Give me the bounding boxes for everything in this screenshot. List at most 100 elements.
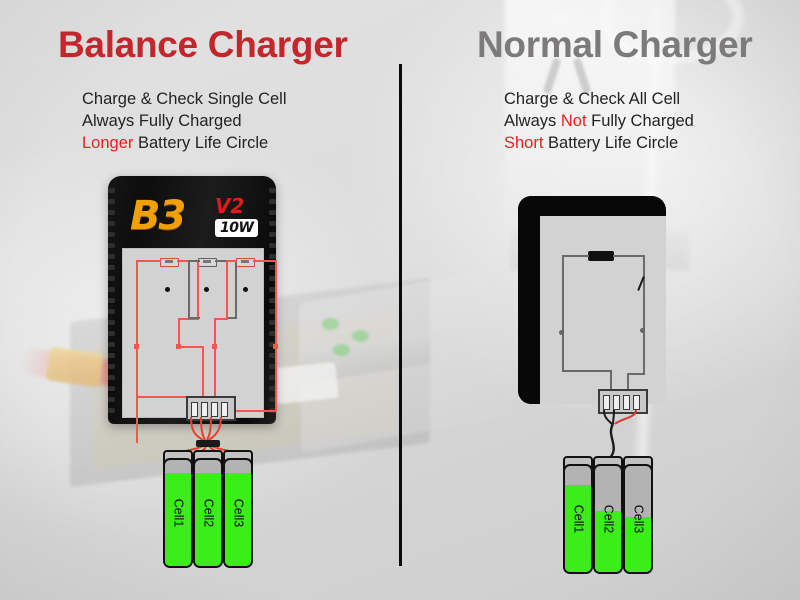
balance-charger-faceplate	[122, 248, 264, 418]
cell-label-wrap: Cell3	[625, 466, 651, 572]
junction-b3	[212, 344, 217, 349]
charger-ridge	[269, 331, 276, 336]
cell-charge-level	[595, 510, 621, 572]
wire-b3-center-drop	[214, 318, 216, 398]
cell-label-wrap: Cell2	[195, 460, 221, 566]
charger-ridges-right	[268, 188, 277, 420]
bullet-line: Always Fully Charged	[82, 110, 287, 132]
bullet-text: Charge & Check All Cell	[504, 90, 681, 108]
wire-b3-left-drop	[226, 260, 228, 318]
bullet-text: Battery Life Circle	[543, 134, 679, 152]
wire-left-rail	[562, 255, 564, 372]
charger-ridge	[269, 221, 276, 226]
cell-label: Cell3	[231, 498, 245, 528]
background-photo-white-plug	[273, 361, 339, 405]
junction-b1	[134, 344, 139, 349]
charger-ridge	[269, 364, 276, 369]
charger-ridge	[108, 342, 115, 347]
charger-ridge	[108, 210, 115, 215]
wire-bottom-right	[627, 373, 645, 375]
wire-top-right	[613, 255, 645, 257]
bullet-line: Short Battery Life Circle	[504, 132, 694, 154]
cell-charge-level	[165, 472, 191, 566]
bullet-line: Charge & Check All Cell	[504, 88, 694, 110]
resistor-main	[588, 251, 614, 261]
bullet-highlight: Short	[504, 134, 544, 152]
charger-ridge	[108, 375, 115, 380]
resistor-cell1	[160, 258, 179, 267]
wire-b1-to-conn	[202, 346, 204, 398]
normal-charger-faceplate	[532, 216, 666, 404]
cell-label: Cell2	[601, 504, 615, 534]
wire-b1-top-left	[136, 260, 161, 262]
panel-divider	[399, 64, 402, 566]
charger-ridge	[108, 243, 115, 248]
brand-logo-b3: B3	[130, 193, 186, 239]
cell-label-wrap: Cell1	[565, 466, 591, 572]
charger-ridge	[269, 287, 276, 292]
cell-label-wrap: Cell2	[595, 466, 621, 572]
battery-cell: Cell1	[163, 458, 193, 568]
junction-b3-right	[273, 344, 278, 349]
charger-ridge	[269, 210, 276, 215]
charger-ridge	[108, 331, 115, 336]
bullet-line: Always Not Fully Charged	[504, 110, 694, 132]
charger-ridge	[108, 309, 115, 314]
cell-charge-level	[225, 472, 251, 566]
pack-balance-plug-left[interactable]	[196, 440, 220, 447]
cell-charge-level	[625, 516, 651, 572]
right-panel-title: Normal Charger	[477, 24, 753, 65]
battery-cell: Cell2	[193, 458, 223, 568]
normal-charger-left-bezel	[518, 196, 540, 404]
charger-ridge	[108, 188, 115, 193]
battery-cell: Cell3	[223, 458, 253, 568]
wire-b1-bottom	[136, 396, 204, 398]
wire-b2-top-left	[188, 260, 200, 262]
battery-pack-right: Cell1 Cell2 Cell3	[563, 456, 657, 576]
wire-b3-top-right	[253, 260, 277, 262]
charger-ridge	[269, 188, 276, 193]
bullet-highlight: Longer	[82, 134, 134, 152]
wire-b3-top-left	[226, 260, 237, 262]
battery-cell: Cell2	[593, 464, 623, 574]
wire-top-left	[562, 255, 589, 257]
background-photo-ports	[300, 329, 430, 385]
bullet-text: Charge & Check Single Cell	[82, 90, 287, 108]
charger-ridge	[269, 320, 276, 325]
wire-b2-left-drop	[188, 260, 190, 318]
wire-b1-bridge	[178, 318, 199, 320]
wire-b3-bottom	[228, 410, 277, 412]
bullet-text: Always Fully Charged	[82, 112, 242, 130]
left-panel-title: Balance Charger	[58, 24, 348, 65]
charger-ridge	[108, 298, 115, 303]
cell-charge-level	[195, 472, 221, 566]
contact-cell1	[165, 287, 170, 292]
charger-ridges-left	[107, 188, 116, 420]
charge-port-connector[interactable]	[598, 389, 648, 414]
battery-cell: Cell3	[623, 464, 653, 574]
bullet-text: Battery Life Circle	[133, 134, 269, 152]
wire-b1-jog	[178, 346, 204, 348]
cell-charge-level	[565, 485, 591, 572]
wire-b1-right-drop	[197, 260, 199, 320]
balance-port-connector[interactable]	[186, 396, 236, 421]
brand-logo-power-badge: 10W	[215, 219, 259, 237]
junction-b1-mid	[176, 344, 181, 349]
background-photo-led	[322, 318, 339, 330]
charger-ridge	[108, 276, 115, 281]
charger-ridge	[269, 353, 276, 358]
bullet-text: Always	[504, 112, 561, 130]
cell-label: Cell1	[571, 504, 585, 534]
charger-ridge	[108, 397, 115, 402]
wire-b3-bridge	[214, 318, 228, 320]
charger-ridge	[269, 276, 276, 281]
charger-ridge	[108, 364, 115, 369]
wire-bottom-right-drop	[627, 373, 629, 390]
charger-ridge	[108, 199, 115, 204]
charger-ridge	[108, 254, 115, 259]
wire-b1-down	[178, 318, 180, 348]
cell-label: Cell1	[171, 498, 185, 528]
junction-left	[559, 330, 564, 335]
